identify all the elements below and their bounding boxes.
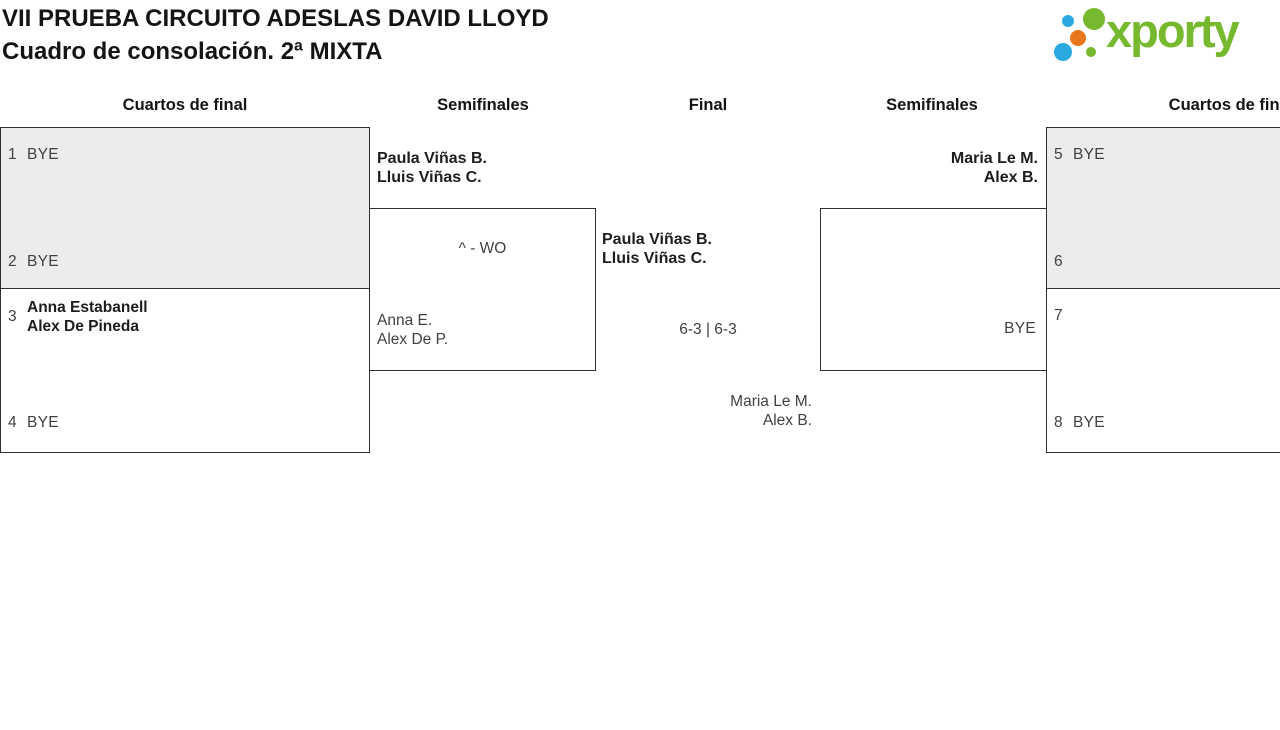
bracket-slot-2: 2 BYE [8, 253, 59, 271]
seed-number: 3 [8, 308, 17, 325]
seed-number: 2 [8, 253, 17, 270]
player-name: Paula Viñas B. [602, 231, 712, 248]
player-name: Alex De Pineda [27, 318, 139, 335]
seed-number: 8 [1054, 414, 1063, 431]
sf-left-loser-label: Anna E. Alex De P. [377, 311, 448, 349]
seed-number: 4 [8, 414, 17, 431]
logo-wordmark: xporty [1106, 4, 1240, 57]
player-name: Maria Le M. [950, 150, 1038, 167]
bracket-slot-8: 8 BYE [1054, 414, 1105, 432]
logo-dot-blue-large-icon [1054, 43, 1072, 61]
bye-label: BYE [27, 146, 59, 163]
team-names: Anna Estabanell Alex De Pineda [27, 298, 148, 336]
final-loser-label: Maria Le M. Alex B. [730, 392, 812, 430]
bye-label: BYE [27, 414, 59, 431]
round-header-quarterfinals-right: Cuartos de final [1168, 96, 1280, 114]
bracket-slot-3: 3 Anna Estabanell Alex De Pineda [8, 298, 148, 336]
seed-number: 5 [1054, 146, 1063, 163]
bye-label: BYE [1073, 146, 1105, 163]
logo-dot-green-large-icon [1083, 8, 1105, 30]
logo-dot-orange-icon [1070, 30, 1086, 46]
round-header-semifinals-left: Semifinales [437, 96, 529, 114]
tournament-title: VII PRUEBA CIRCUITO ADESLAS DAVID LLOYD [2, 5, 549, 32]
page-title: VII PRUEBA CIRCUITO ADESLAS DAVID LLOYD … [2, 2, 549, 68]
bye-label: BYE [27, 253, 59, 270]
player-name: Alex De P. [377, 331, 449, 348]
match-box-sf-right: BYE [820, 208, 1047, 371]
xporty-logo[interactable]: xporty [1045, 0, 1280, 70]
logo-dot-green-small-icon [1086, 47, 1096, 57]
player-name: Anna E. [377, 312, 433, 329]
seed-number: 6 [1054, 253, 1063, 270]
player-name: Lluis Viñas C. [377, 169, 482, 186]
match-box-qf-right-bottom: 7 8 BYE [1046, 288, 1280, 453]
player-name: Alex B. [762, 412, 812, 429]
round-header-final: Final [688, 96, 728, 114]
player-name: Maria Le M. [730, 393, 812, 410]
seed-number: 1 [8, 146, 17, 163]
player-name: Lluis Viñas C. [602, 250, 707, 267]
bracket-slot-7: 7 [1054, 307, 1073, 325]
match-box-qf-left-top: 1 BYE 2 BYE [0, 127, 370, 289]
player-name: Anna Estabanell [27, 299, 148, 316]
round-header-quarterfinals-left: Cuartos de final [122, 96, 248, 114]
match-box-qf-left-bottom: 3 Anna Estabanell Alex De Pineda 4 BYE [0, 288, 370, 453]
bye-label: BYE [1004, 320, 1036, 337]
logo-dot-blue-small-icon [1062, 15, 1074, 27]
final-match-score: 6-3 | 6-3 [679, 321, 737, 338]
match-score: ^ - WO [458, 240, 507, 257]
round-header-semifinals-right: Semifinales [886, 96, 978, 114]
draw-subtitle: Cuadro de consolación. 2ª MIXTA [2, 38, 383, 65]
player-name: Alex B. [983, 169, 1038, 186]
final-winner-label: Paula Viñas B. Lluis Viñas C. [602, 230, 712, 268]
bracket-slot-6: 6 [1054, 253, 1073, 271]
bracket-slot-1: 1 BYE [8, 146, 59, 164]
bracket-slot-5: 5 BYE [1054, 146, 1105, 164]
bye-label: BYE [1073, 414, 1105, 431]
match-box-sf-left: ^ - WO Anna E. Alex De P. [369, 208, 596, 371]
sf-right-winner-label: Maria Le M. Alex B. [951, 149, 1038, 187]
seed-number: 7 [1054, 307, 1063, 324]
player-name: Paula Viñas B. [377, 150, 487, 167]
sf-left-winner-label: Paula Viñas B. Lluis Viñas C. [377, 149, 487, 187]
bracket-slot-4: 4 BYE [8, 414, 59, 432]
match-box-qf-right-top: 5 BYE 6 [1046, 127, 1280, 289]
